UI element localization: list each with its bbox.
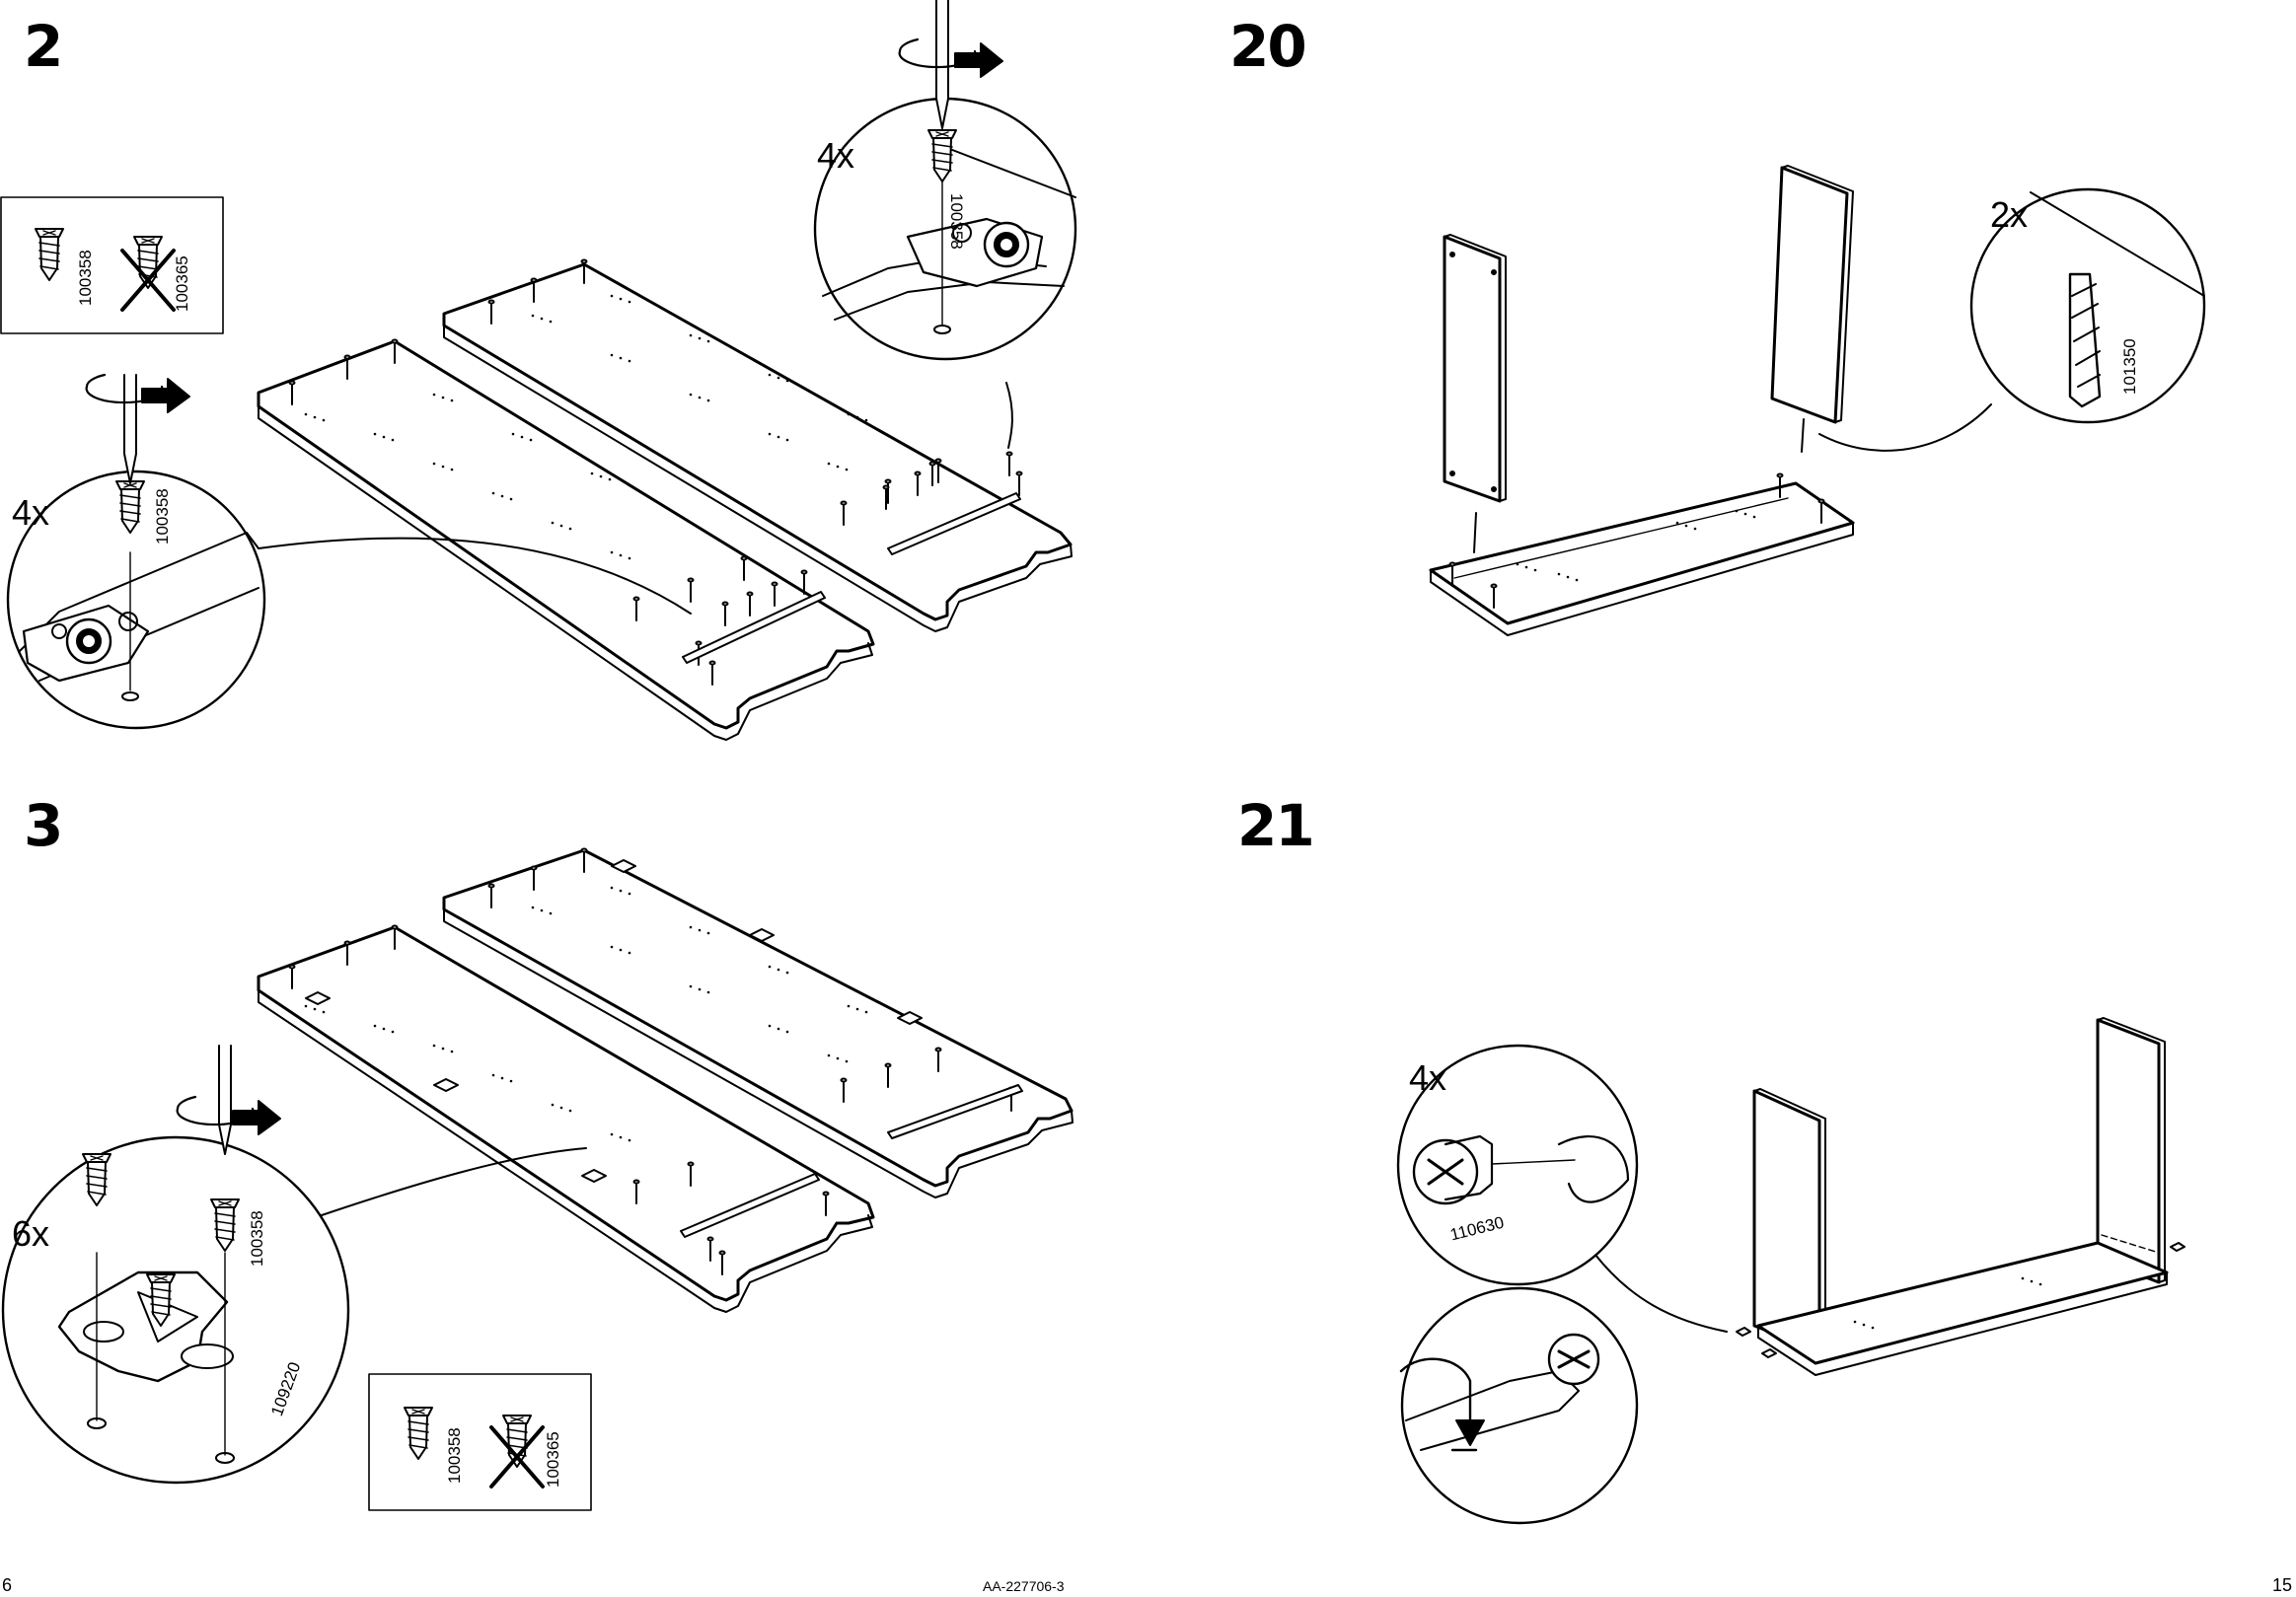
step-3-callout: [3, 1045, 586, 1483]
step-21-quantity: 4x: [1409, 1057, 1447, 1098]
document-code: AA-227706-3: [983, 1578, 1065, 1594]
step-number-20: 20: [1229, 13, 1307, 80]
step-number-2: 2: [24, 13, 63, 80]
parts-box-top: [1, 197, 223, 333]
parts-box-bottom-wrong-code: 100365: [544, 1431, 562, 1488]
page-number-right: 15: [2272, 1575, 2293, 1595]
step-2-quantity-right: 4x: [817, 135, 855, 176]
step-21-assembly: [1737, 1018, 2185, 1375]
step-2-boards: [259, 258, 1072, 741]
step-2-right-part-code: 100358: [947, 193, 966, 250]
step-3-quantity: 6x: [12, 1213, 50, 1254]
step-3-boards: [259, 847, 1073, 1313]
step-20-assembly: [1431, 166, 1853, 635]
step-2-callout-right: [815, 0, 1075, 448]
parts-box-bottom: [369, 1374, 591, 1510]
step-2-left-part-code: 100358: [153, 488, 172, 544]
step-2-callout-left: [8, 373, 691, 728]
step-number-21: 21: [1237, 792, 1315, 859]
step-21-callout: [1398, 1046, 1727, 1523]
step-20-quantity: 2x: [1990, 194, 2029, 235]
page-number-left: 6: [2, 1575, 13, 1595]
step-2-quantity-left: 4x: [12, 492, 50, 533]
step-3-screw-code: 100358: [248, 1210, 266, 1267]
step-20-callout: [1819, 189, 2204, 451]
parts-box-top-wrong-code: 100365: [173, 255, 191, 312]
parts-box-top-ok-code: 100358: [76, 250, 95, 306]
parts-box-bottom-ok-code: 100358: [445, 1427, 464, 1484]
step-20-part-code: 101350: [2120, 338, 2139, 395]
step-number-3: 3: [24, 792, 63, 859]
